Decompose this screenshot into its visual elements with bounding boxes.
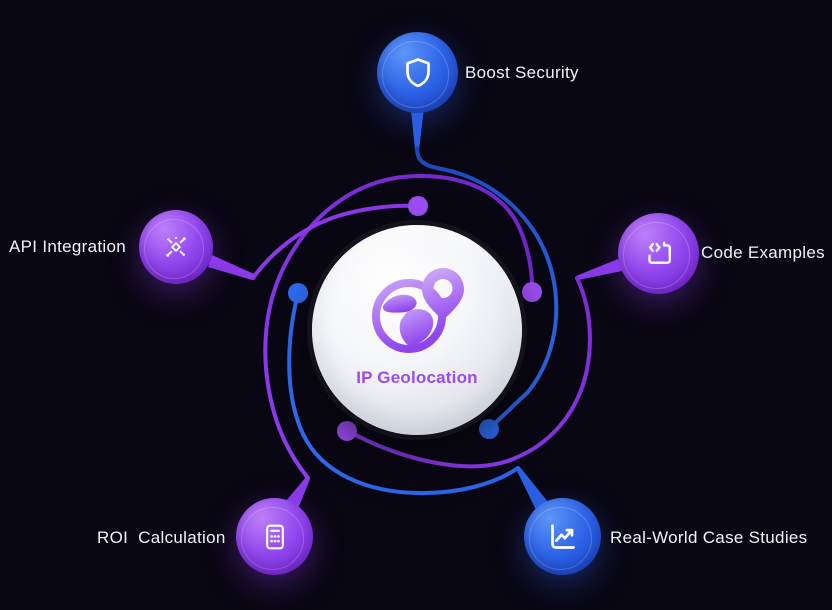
code-examples-connector — [350, 276, 592, 469]
label-real-world-case-studies: Real-World Case Studies — [610, 528, 808, 547]
api-connector — [251, 203, 416, 280]
roi-end-dot — [522, 282, 542, 302]
boost-security-end-dot — [479, 419, 499, 439]
api-end-dot — [408, 196, 428, 216]
shield-icon — [405, 57, 430, 87]
real-world-end-dot — [288, 283, 308, 303]
api-icon — [166, 236, 186, 257]
roi-connector — [263, 173, 534, 480]
globe-location-pin-icon — [372, 268, 464, 353]
roi-stem — [286, 477, 310, 509]
api-stem — [208, 255, 254, 280]
boost-security-connector — [415, 146, 559, 428]
label-code-examples: Code Examples — [701, 243, 825, 262]
center-title: IP Geolocation — [356, 368, 478, 387]
code-icon — [647, 241, 671, 264]
label-boost-security: Boost Security — [465, 63, 579, 82]
code-examples-end-dot — [337, 421, 357, 441]
label-roi-calculation: ROI Calculation — [97, 528, 226, 547]
node-roi-calculation — [236, 498, 313, 575]
calculator-icon — [265, 524, 284, 549]
code-examples-stem — [576, 259, 622, 280]
trend-chart-icon — [550, 523, 575, 549]
real-world-stem — [516, 467, 548, 510]
node-real-world-case-studies — [524, 498, 601, 575]
real-world-connector — [287, 293, 520, 496]
label-api-integration: API Integration — [9, 237, 126, 256]
node-code-examples — [618, 213, 699, 294]
node-api-integration — [139, 210, 213, 284]
node-boost-security — [377, 32, 458, 113]
